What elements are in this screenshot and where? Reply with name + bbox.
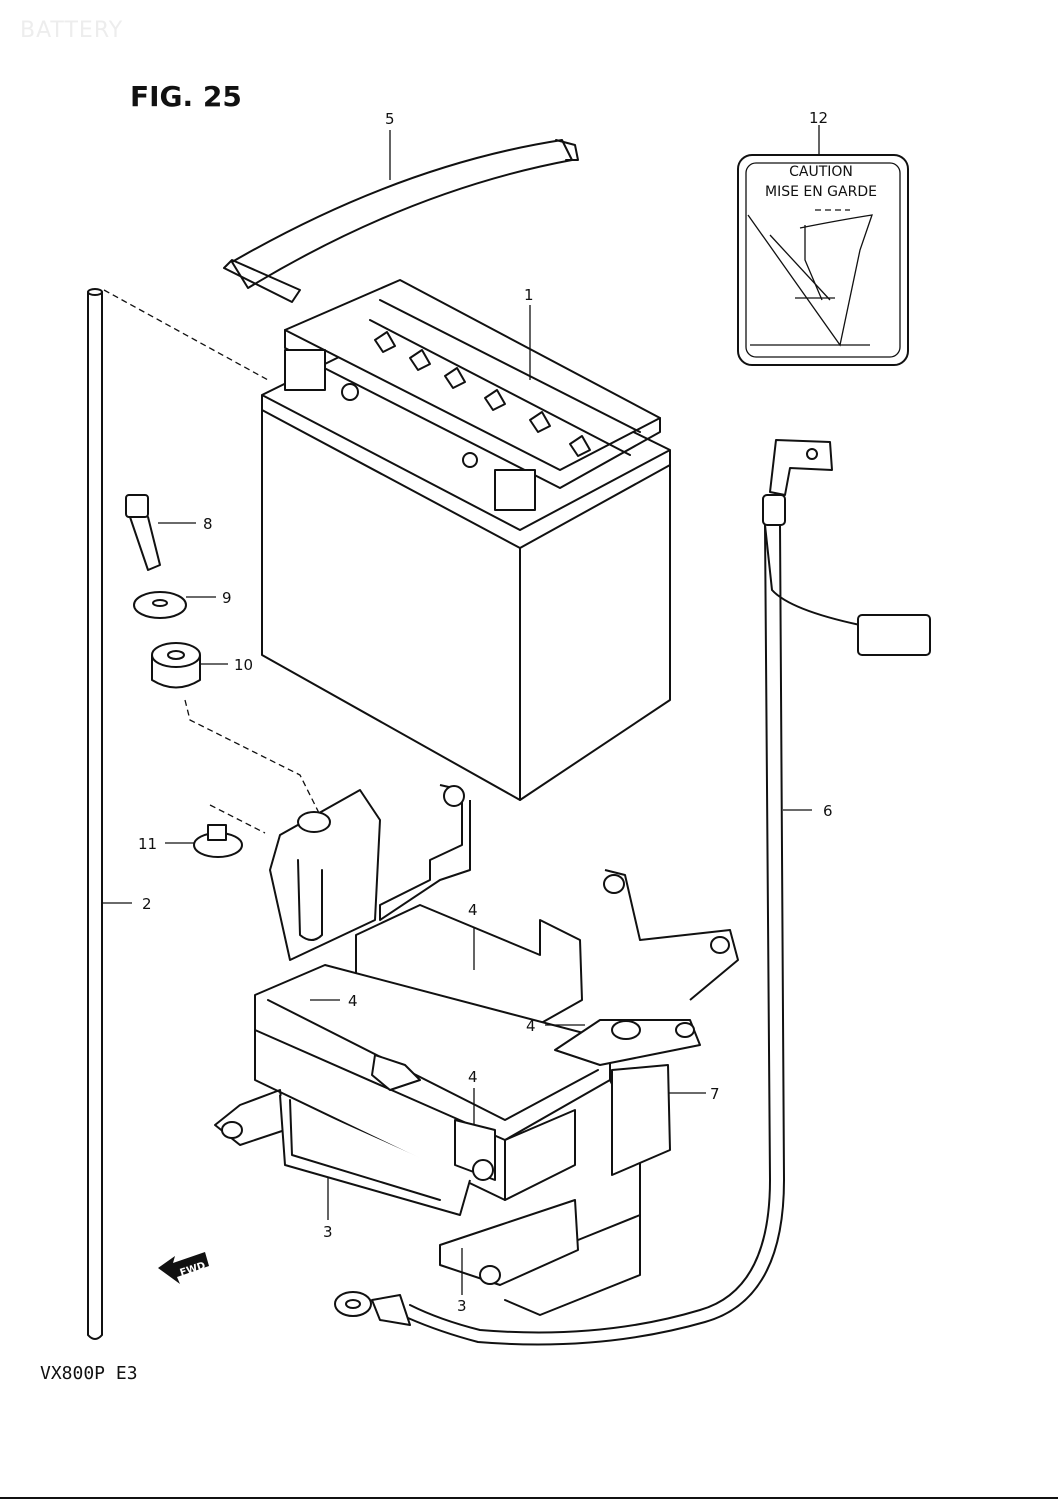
callout-1: 1 — [524, 286, 534, 304]
callout-11: 11 — [138, 835, 157, 853]
breather-tube-part-2 — [87, 288, 269, 1340]
battery-holder-part-3 — [214, 784, 739, 1316]
battery-part-1 — [261, 279, 671, 801]
bottom-border — [0, 1497, 1058, 1499]
bolt-part-8 — [125, 494, 196, 571]
callout-3a: 3 — [323, 1223, 333, 1241]
callout-6: 6 — [823, 802, 833, 820]
model-code: VX800P E3 — [40, 1363, 138, 1384]
callout-7: 7 — [710, 1085, 720, 1103]
callout-3b: 3 — [457, 1297, 467, 1315]
battery-strap-part-5 — [223, 130, 579, 303]
callout-9: 9 — [222, 589, 232, 607]
callout-4a: 4 — [468, 901, 478, 919]
section-watermark: BATTERY — [20, 18, 124, 43]
callout-12: 12 — [809, 109, 828, 127]
nut-part-11 — [165, 804, 266, 858]
lead-wire-part-6 — [334, 439, 931, 1346]
caution-label-part-12 — [737, 125, 909, 366]
callout-10: 10 — [234, 656, 253, 674]
forward-direction-arrow: FWD — [158, 1252, 209, 1284]
callout-8: 8 — [203, 515, 213, 533]
cushion-part-10 — [151, 642, 321, 816]
caution-line-2: MISE EN GARDE — [765, 184, 877, 200]
caution-line-1: CAUTION — [789, 164, 853, 180]
callout-4c: 4 — [526, 1017, 536, 1035]
figure-title: FIG. 25 — [130, 80, 242, 113]
washer-part-9 — [133, 591, 216, 619]
callout-5: 5 — [385, 110, 395, 128]
callout-4d: 4 — [468, 1068, 478, 1086]
callout-4b: 4 — [348, 992, 358, 1010]
callout-2: 2 — [142, 895, 152, 913]
